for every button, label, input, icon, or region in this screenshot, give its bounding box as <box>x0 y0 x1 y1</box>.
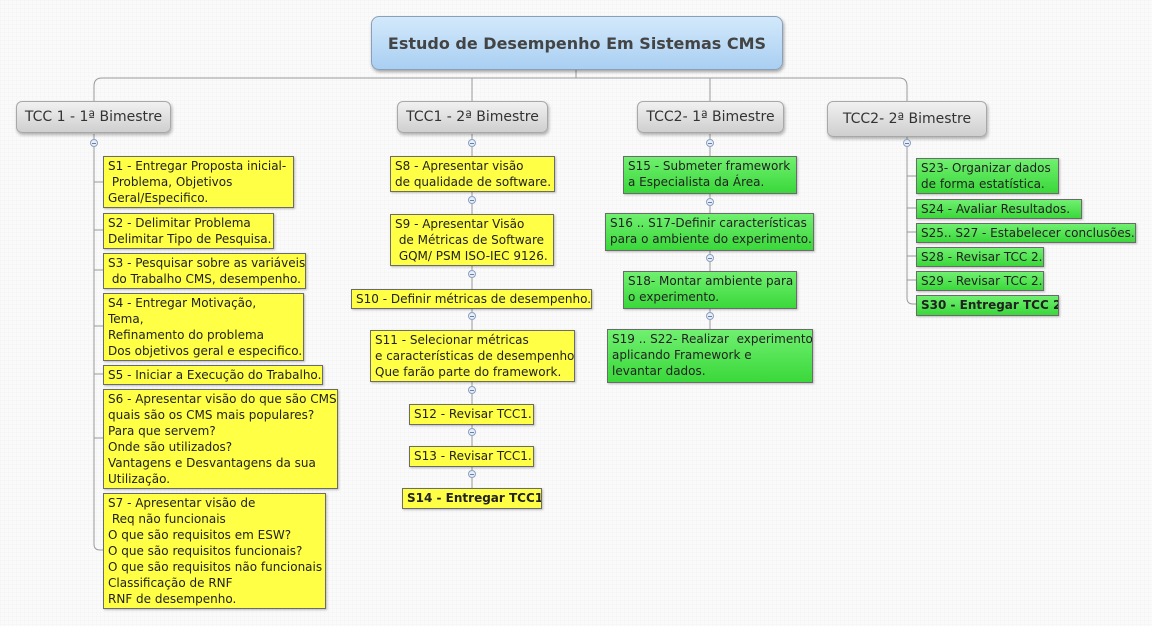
branch-tcc2-2bim[interactable]: TCC2- 2ª Bimestre <box>827 101 987 137</box>
collapse-toggle-icon[interactable] <box>468 196 476 204</box>
topic-s5[interactable]: S5 - Iniciar a Execução do Trabalho. <box>103 365 323 385</box>
topic-s6[interactable]: S6 - Apresentar visão do que são CMS qua… <box>103 389 338 489</box>
topic-s16-s17[interactable]: S16 .. S17-Definir características para … <box>605 213 814 251</box>
topic-s1[interactable]: S1 - Entregar Proposta inicial- Problema… <box>103 156 294 208</box>
branch-tcc2-1bim[interactable]: TCC2- 1ª Bimestre <box>637 101 784 133</box>
collapse-toggle-icon[interactable] <box>468 139 476 147</box>
topic-s4[interactable]: S4 - Entregar Motivação, Tema, Refinamen… <box>103 293 304 361</box>
collapse-toggle-icon[interactable] <box>706 312 714 320</box>
collapse-toggle-icon[interactable] <box>468 270 476 278</box>
topic-s13[interactable]: S13 - Revisar TCC1. <box>409 446 534 467</box>
topic-s30[interactable]: S30 - Entregar TCC 2 <box>916 295 1059 316</box>
collapse-toggle-icon[interactable] <box>706 254 714 262</box>
topic-s18[interactable]: S18- Montar ambiente para o experimento. <box>623 271 797 309</box>
topic-s9[interactable]: S9 - Apresentar Visão de Métricas de Sof… <box>390 214 554 266</box>
topic-s28[interactable]: S28 - Revisar TCC 2. <box>916 247 1044 267</box>
topic-s14[interactable]: S14 - Entregar TCC1 <box>402 488 542 509</box>
collapse-toggle-icon[interactable] <box>468 312 476 320</box>
topic-s29[interactable]: S29 - Revisar TCC 2. <box>916 271 1044 291</box>
collapse-toggle-icon[interactable] <box>468 386 476 394</box>
topic-s7[interactable]: S7 - Apresentar visão de Req não funcion… <box>103 493 326 609</box>
branch-tcc1-1bim[interactable]: TCC 1 - 1ª Bimestre <box>16 101 171 133</box>
topic-s10[interactable]: S10 - Definir métricas de desempenho. <box>351 289 592 309</box>
collapse-toggle-icon[interactable] <box>468 428 476 436</box>
collapse-toggle-icon[interactable] <box>90 139 98 147</box>
collapse-toggle-icon[interactable] <box>903 139 911 147</box>
branch-tcc1-2bim[interactable]: TCC1 - 2ª Bimestre <box>397 101 548 133</box>
topic-s3[interactable]: S3 - Pesquisar sobre as variáveis do Tra… <box>103 253 306 289</box>
topic-s23[interactable]: S23- Organizar dados de forma estatístic… <box>916 158 1059 194</box>
topic-s8[interactable]: S8 - Apresentar visão de qualidade de so… <box>390 156 555 192</box>
topic-s24[interactable]: S24 - Avaliar Resultados. <box>916 199 1082 219</box>
topic-s19-s22[interactable]: S19 .. S22- Realizar experimento aplican… <box>607 329 813 383</box>
collapse-toggle-icon[interactable] <box>706 198 714 206</box>
topic-s25-s27[interactable]: S25.. S27 - Estabelecer conclusões. <box>916 223 1136 243</box>
topic-s11[interactable]: S11 - Selecionar métricas e característi… <box>370 330 575 382</box>
topic-s2[interactable]: S2 - Delimitar Problema Delimitar Tipo d… <box>103 213 274 249</box>
topic-s12[interactable]: S12 - Revisar TCC1. <box>409 404 534 425</box>
collapse-toggle-icon[interactable] <box>706 139 714 147</box>
central-topic[interactable]: Estudo de Desempenho Em Sistemas CMS <box>371 16 783 70</box>
collapse-toggle-icon[interactable] <box>468 470 476 478</box>
topic-s15[interactable]: S15 - Submeter framework a Especialista … <box>623 156 797 194</box>
